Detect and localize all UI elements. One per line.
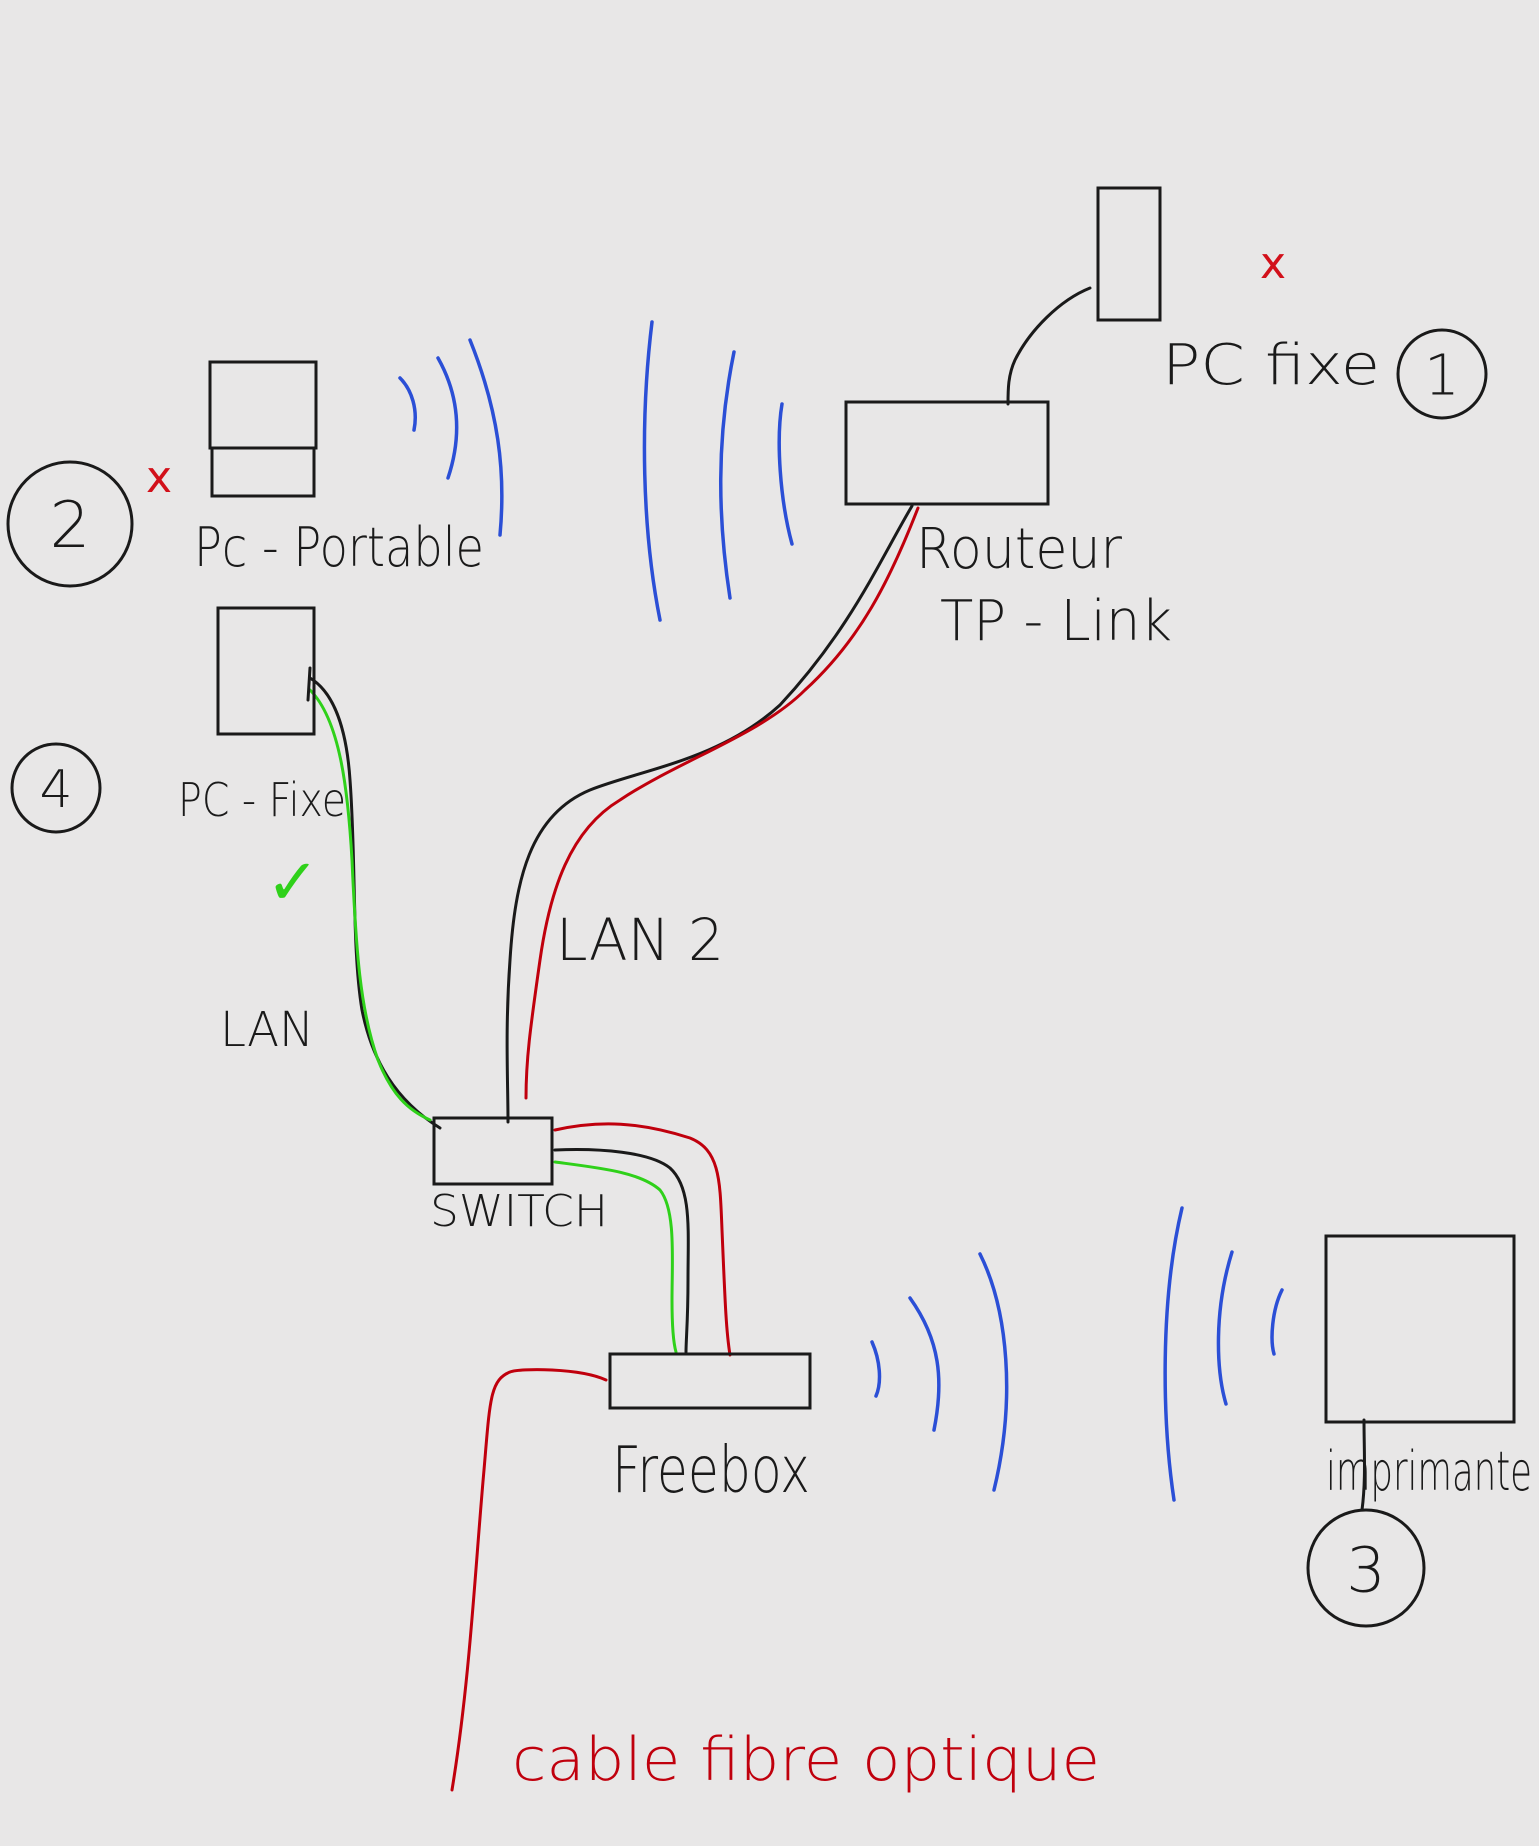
wifi-wave-portable-3 (468, 338, 504, 537)
wifi-wave-freebox-2 (908, 1296, 941, 1432)
wire-router-switch-black (505, 504, 914, 1124)
status-check-pc-fixe-4: ✓ (266, 846, 320, 920)
label-imprimante: imprimante (1326, 1440, 1532, 1503)
status-x-pc-portable: x (146, 452, 172, 503)
number-2: 2 (50, 489, 91, 563)
wire-pcfixe-stub (306, 666, 312, 702)
label-fibre-optique: cable fibre optique (512, 1725, 1100, 1795)
wire-pcfixe-switch-green (308, 688, 432, 1122)
number-circle-2 (6, 460, 134, 588)
label-router-line1: Routeur (916, 517, 1122, 582)
wire-router-switch-red (524, 506, 920, 1100)
wifi-wave-portable-2 (436, 356, 459, 480)
label-lan: LAN (220, 1002, 314, 1058)
wire-switch-freebox-black (553, 1148, 690, 1354)
label-router-line2: TP - Link (940, 589, 1172, 654)
number-circle-4 (10, 742, 102, 834)
pc-fixe-4-box (216, 606, 316, 736)
label-pc-fixe-4: PC - Fixe (178, 773, 346, 827)
imprimante-box (1324, 1234, 1516, 1424)
wifi-wave-printer-1 (1163, 1206, 1184, 1502)
label-pc-fixe-1: PC fixe (1162, 333, 1380, 398)
switch-box (432, 1116, 554, 1186)
number-1: 1 (1424, 344, 1460, 409)
wifi-wave-printer-3 (1270, 1288, 1284, 1356)
label-lan2: LAN 2 (556, 906, 724, 974)
number-4: 4 (39, 760, 72, 820)
wifi-wave-router-2 (719, 350, 736, 600)
wire-switch-freebox-green (553, 1160, 678, 1354)
wifi-wave-router-1 (642, 320, 662, 622)
label-freebox: Freebox (612, 1434, 810, 1508)
wifi-wave-freebox-3 (978, 1252, 1009, 1492)
wifi-wave-router-3 (777, 402, 794, 546)
number-circle-3 (1306, 1508, 1426, 1628)
wire-switch-freebox-red (553, 1122, 732, 1357)
status-x-pc-fixe-1: x (1260, 238, 1286, 289)
pc-portable-screen (208, 360, 318, 450)
label-switch: SWITCH (430, 1186, 608, 1237)
wifi-wave-portable-1 (398, 376, 417, 432)
wire-fibre-optique (450, 1368, 608, 1792)
number-3: 3 (1346, 1534, 1385, 1607)
wire-pc-fixe-to-router (1006, 286, 1092, 406)
wire-pcfixe-switch-black (308, 676, 442, 1130)
freebox-box (608, 1352, 812, 1410)
pc-portable-base (210, 446, 316, 498)
label-pc-portable: Pc - Portable (194, 516, 484, 579)
wifi-wave-freebox-1 (870, 1340, 882, 1398)
wire-imprimante-3 (1360, 1418, 1366, 1512)
router-box (844, 400, 1050, 506)
pc-fixe-1-box (1096, 186, 1162, 322)
number-circle-1 (1396, 328, 1488, 420)
wifi-wave-printer-2 (1216, 1250, 1234, 1406)
